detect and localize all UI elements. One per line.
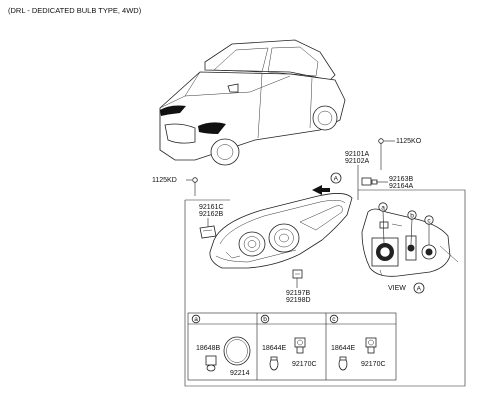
vehicle-illustration: [159, 39, 346, 166]
box-b-header-circle: [260, 314, 270, 324]
socket-clip-92163b: [361, 177, 378, 186]
bulb-18644e-b: [269, 356, 279, 371]
clip-92197b: [292, 269, 303, 279]
box-a-header-circle: [191, 314, 201, 324]
view-label: VIEW: [388, 285, 406, 292]
socket-92170c-c: [365, 337, 377, 354]
box-c-part2-label: 92170C: [361, 361, 386, 368]
box-a-part2-label: 92214: [230, 370, 250, 377]
part-label-92198d: 92198D: [286, 297, 311, 304]
box-c-header-circle: [329, 314, 339, 324]
arrow-ref-letter: A: [334, 176, 339, 183]
callout-b-letter: b: [410, 212, 414, 219]
view-ref-circle: [413, 282, 425, 294]
bulb-18648b: [205, 355, 217, 372]
box-b-part1-label: 18644E: [262, 345, 286, 352]
diagram-title: (DRL - DEDICATED BULB TYPE, 4WD): [8, 6, 142, 15]
part-label-1125kd: 1125KD: [152, 177, 177, 184]
part-label-1125ko: 1125KO: [396, 138, 422, 145]
bulb-detail-boxes: [187, 312, 397, 381]
headlamp-assembly: [209, 193, 353, 269]
view-ref-letter: A: [417, 286, 422, 293]
part-label-92162b: 92162B: [199, 211, 223, 218]
box-b-letter: b: [263, 316, 267, 323]
box-c-letter: c: [332, 316, 336, 323]
screw-1125ko: [378, 138, 395, 155]
part-label-92164a: 92164A: [389, 183, 413, 190]
socket-92170c-b: [294, 337, 306, 354]
callout-a-letter: a: [381, 204, 385, 211]
view-direction-arrow: [312, 185, 330, 195]
headlamp-rear-view: [361, 208, 459, 277]
part-label-92161c: 92161C: [199, 204, 224, 211]
box-c-part1-label: 18644E: [331, 345, 355, 352]
callout-c-letter: c: [427, 217, 431, 224]
arrow-ref-circle: [330, 172, 342, 184]
part-label-92197b: 92197B: [286, 290, 310, 297]
box-a-part1-label: 18648B: [196, 345, 220, 352]
part-label-92102a: 92102A: [345, 158, 369, 165]
part-label-92163b: 92163B: [389, 176, 413, 183]
dust-cap-92214: [223, 336, 251, 366]
box-b-part2-label: 92170C: [292, 361, 317, 368]
screw-1125kd: [186, 177, 198, 196]
bracket-92161c: [199, 225, 217, 239]
box-a-letter: a: [194, 316, 198, 323]
assembly-frame: [184, 189, 466, 387]
bulb-18644e-c: [338, 356, 348, 371]
part-label-92101a: 92101A: [345, 151, 369, 158]
